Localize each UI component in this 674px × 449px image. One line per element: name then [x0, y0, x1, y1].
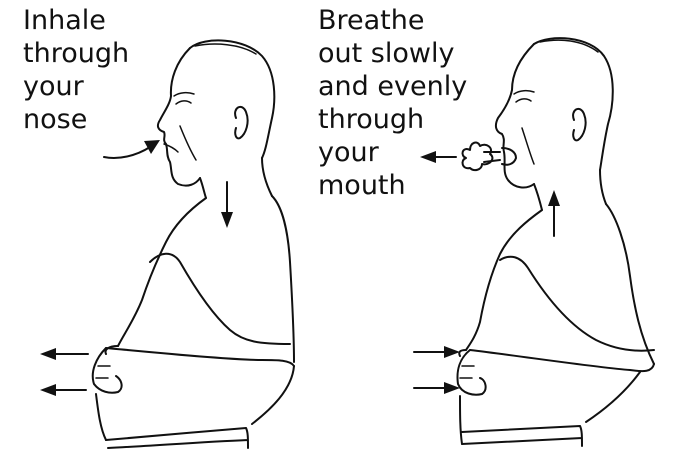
exhale-back-outline	[606, 204, 654, 364]
inhale-cheek-line	[180, 126, 196, 160]
inhale-figure	[40, 40, 294, 448]
inhale-head-outline	[190, 40, 274, 158]
exhale-eye	[516, 99, 531, 102]
belly-out-arrow-head	[40, 384, 56, 396]
exhale-chest-outline	[466, 210, 542, 350]
inhale-forearm	[106, 348, 294, 366]
inhale-eyebrow	[174, 93, 194, 96]
exhale-back-lower	[586, 372, 640, 422]
inhale-chest-outline	[118, 198, 206, 346]
inhale-hand	[93, 348, 122, 393]
exhale-forearm	[470, 350, 654, 371]
inhale-ear	[235, 107, 248, 139]
exhale-neck-back	[600, 170, 606, 204]
belly-in-arrow-head	[444, 346, 460, 358]
inhale-arm	[150, 254, 290, 344]
inhale-back-outline	[272, 196, 294, 362]
exhale-eyebrow	[514, 91, 534, 94]
inhale-waistband	[106, 428, 248, 448]
exhale-cheek-line	[522, 128, 534, 164]
inhale-face-profile	[158, 48, 200, 186]
exhale-hair	[540, 40, 598, 52]
inhale-back-lower	[252, 366, 294, 424]
exhale-arm	[500, 257, 654, 351]
inhale-neck-front	[200, 178, 206, 198]
breath-puff-icon	[463, 143, 493, 171]
belly-out-arrow-head	[40, 348, 56, 360]
exhale-hand	[458, 350, 486, 395]
inhale-neck-back	[262, 158, 272, 196]
exhale-face-profile	[496, 44, 534, 187]
inhale-eye	[176, 101, 191, 104]
exhale-neck-front	[534, 184, 542, 210]
exhale-fingers	[460, 366, 474, 378]
exhale-waistband	[462, 426, 582, 446]
chest-up-arrow-head	[548, 190, 560, 206]
exhale-left-arrow-head	[420, 151, 436, 163]
inhale-curved-arrow-head	[144, 140, 160, 154]
inhale-fingers	[96, 366, 110, 378]
inhale-curved-arrow-icon	[104, 147, 150, 158]
exhale-ear	[573, 109, 586, 141]
exhale-figure	[414, 38, 654, 446]
exhale-head-outline	[534, 38, 613, 170]
chest-down-arrow-head	[221, 212, 233, 228]
